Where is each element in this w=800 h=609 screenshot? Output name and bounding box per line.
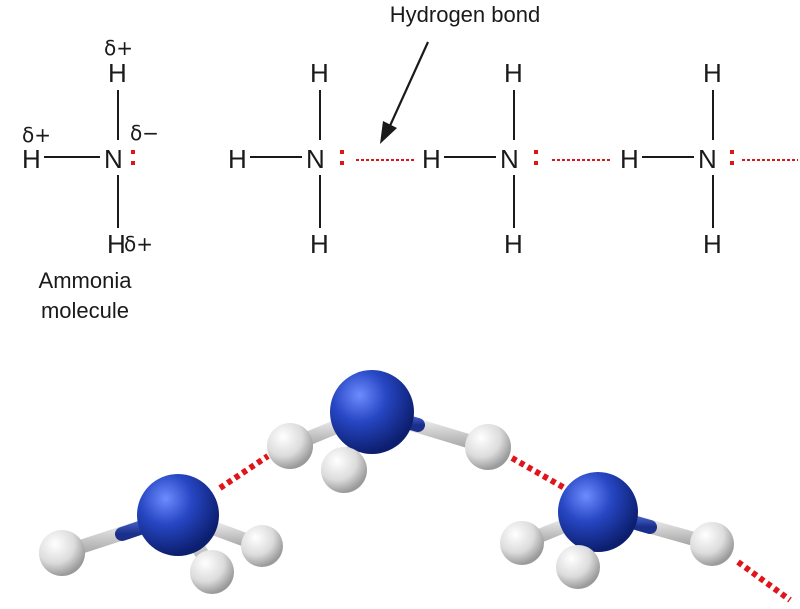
model-b-hydrogen-front: [321, 447, 367, 493]
model-hydrogen-bond-3: [736, 559, 792, 603]
annotation-arrow-head: [380, 121, 397, 144]
chain3-nitrogen: N: [698, 144, 717, 174]
left-hydrogen-atom: H: [22, 144, 41, 174]
chain3-bottom-hydrogen: H: [703, 229, 722, 259]
hydrogen-bond-label: Hydrogen bond: [390, 2, 540, 27]
chain2-bottom-hydrogen: H: [504, 229, 523, 259]
bottom-hydrogen-atom: H: [107, 229, 126, 259]
hydrogen-bond-annotation: Hydrogen bond: [380, 2, 540, 144]
chain2-lone-pair: [534, 150, 538, 165]
ball-and-stick-model: [39, 370, 792, 603]
chain1-top-hydrogen: H: [310, 58, 329, 88]
top-hydrogen-atom: H: [108, 58, 127, 88]
model-b-nitrogen: [330, 370, 414, 454]
nitrogen-atom: N: [104, 144, 123, 174]
chain3-top-hydrogen: H: [703, 58, 722, 88]
lone-pair: [131, 150, 135, 165]
chain2-left-hydrogen: H: [422, 144, 441, 174]
left-h-partial-charge: δ+: [22, 123, 51, 147]
model-c-hydrogen-front: [556, 545, 600, 589]
model-c-nitrogen: [558, 472, 638, 552]
chain-molecule-1: H H N H: [228, 58, 344, 259]
top-h-partial-charge: δ+: [104, 36, 133, 60]
model-a-hydrogen-right: [241, 525, 283, 567]
chain2-top-hydrogen: H: [504, 58, 523, 88]
model-a-hydrogen-front: [190, 550, 234, 594]
chain1-lone-pair: [340, 150, 344, 165]
model-c-hydrogen-left: [500, 521, 544, 565]
chain1-left-hydrogen: H: [228, 144, 247, 174]
chain1-nitrogen: N: [306, 144, 325, 174]
model-hydrogen-bond-2: [510, 455, 570, 493]
model-hydrogen-bond-1: [218, 453, 270, 491]
chain3-lone-pair: [730, 150, 734, 165]
model-a-hydrogen-left: [39, 530, 85, 576]
chain-molecule-2: H H N H: [422, 58, 538, 259]
chain1-bottom-hydrogen: H: [310, 229, 329, 259]
model-c-hydrogen-right: [690, 522, 734, 566]
single-ammonia-molecule: δ+ H δ+ H N δ− H δ+ Ammonia molecule: [22, 36, 159, 323]
ammonia-label-line2: molecule: [41, 298, 129, 323]
bottom-h-partial-charge: δ+: [124, 232, 153, 256]
model-a-nitrogen: [137, 474, 219, 556]
model-molecule-b: [267, 370, 511, 493]
chain2-nitrogen: N: [500, 144, 519, 174]
ammonia-chain: H H N H H H N H: [228, 58, 798, 259]
ammonia-label-line1: Ammonia: [39, 268, 133, 293]
model-molecule-c: [500, 472, 734, 589]
chain-molecule-3: H H N H: [620, 58, 734, 259]
chain3-left-hydrogen: H: [620, 144, 639, 174]
model-molecule-a: [39, 474, 283, 594]
annotation-arrow-shaft: [387, 41, 430, 129]
model-b-hydrogen-right: [465, 424, 511, 470]
model-b-hydrogen-left: [267, 423, 313, 469]
n-partial-charge: δ−: [130, 121, 159, 145]
